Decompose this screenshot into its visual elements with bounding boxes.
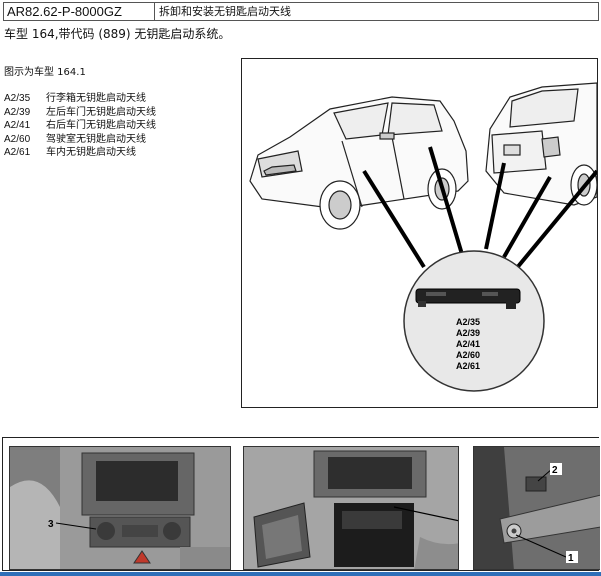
legend-row: A2/61 车内无钥匙启动天线	[4, 146, 156, 160]
legend-row: A2/35 行李箱无钥匙启动天线	[4, 92, 156, 106]
legend-label: 车内无钥匙启动天线	[46, 147, 136, 159]
legend-row: A2/41 右后车门无钥匙启动天线	[4, 119, 156, 133]
antenna-location-drawing: A2/35 A2/39 A2/41 A2/60 A2/61	[249, 82, 597, 392]
document-header: AR82.62-P-8000GZ 拆卸和安装无钥匙启动天线	[3, 2, 599, 21]
component-legend: A2/35 行李箱无钥匙启动天线 A2/39 左后车门无钥匙启动天线 A2/41…	[4, 92, 156, 160]
antenna-location-figure: A2/35 A2/39 A2/41 A2/60 A2/61	[241, 58, 598, 408]
legend-code: A2/39	[4, 106, 31, 118]
legend-label: 左后车门无钥匙启动天线	[46, 106, 156, 118]
antenna-module	[415, 288, 521, 309]
document-title: 拆卸和安装无钥匙启动天线	[159, 5, 291, 18]
legend-code: A2/61	[4, 147, 31, 159]
console-photo: 3	[9, 446, 231, 570]
pointer-lines	[362, 146, 597, 271]
legend-row: A2/60 驾驶室无钥匙启动天线	[4, 133, 156, 147]
photo-callout: 1	[568, 553, 574, 564]
figure-label: A2/39	[456, 328, 480, 338]
suv-front-view	[249, 96, 469, 230]
photo-callout: 2	[552, 465, 558, 476]
legend-label: 驾驶室无钥匙启动天线	[46, 133, 146, 145]
figure-label: A2/61	[456, 361, 480, 371]
legend-code: A2/35	[4, 93, 31, 104]
model-note: 车型 164,带代码 (889) 无钥匙启动系统。	[4, 27, 231, 41]
legend-row: A2/39 左后车门无钥匙启动天线	[4, 106, 156, 120]
legend-code: A2/41	[4, 120, 31, 132]
legend-label: 右后车门无钥匙启动天线	[46, 120, 156, 132]
figure-label: A2/35	[456, 317, 480, 327]
detail-magnifier	[403, 250, 545, 392]
legend-label: 行李箱无钥匙启动天线	[46, 93, 146, 104]
figure-label: A2/60	[456, 350, 480, 360]
console-removed-photo	[243, 446, 459, 570]
legend-code: A2/60	[4, 133, 31, 145]
suv-rear-view	[485, 82, 597, 206]
antenna-fastening-photo: 2 1	[473, 446, 600, 570]
installation-photo-strip: 3 2 1	[2, 437, 600, 571]
document-code: AR82.62-P-8000GZ	[4, 3, 155, 20]
figure-caption: 图示为车型 164.1	[4, 67, 86, 78]
photo-callout: 3	[48, 519, 54, 530]
window-bottom-bar	[0, 572, 601, 576]
figure-label: A2/41	[456, 339, 480, 349]
